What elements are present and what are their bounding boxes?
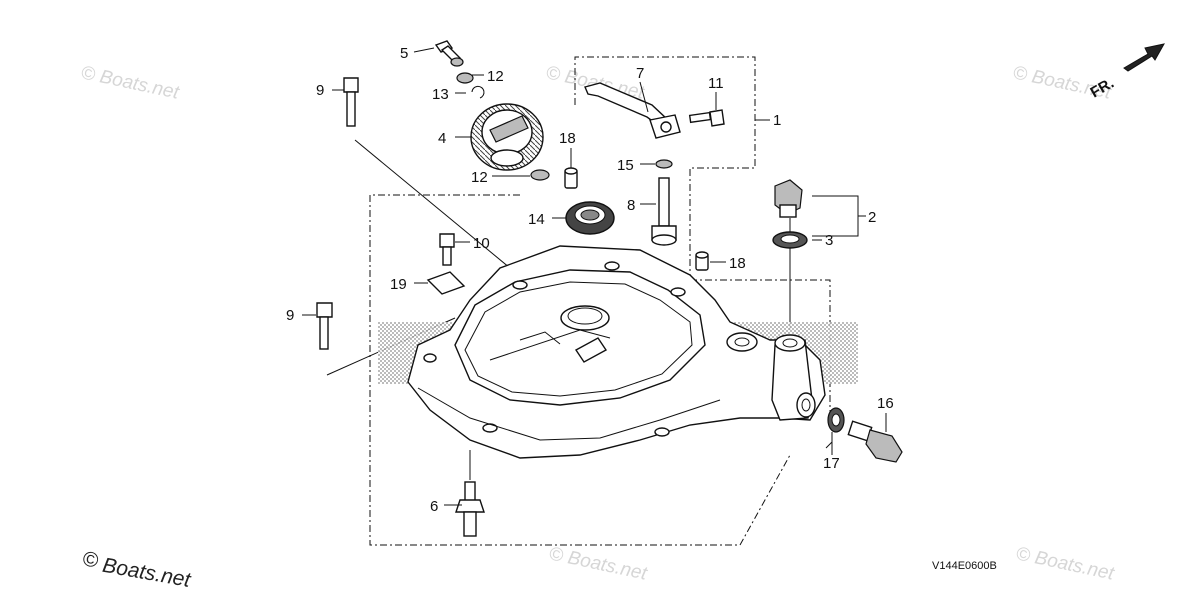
part-18-dowel-left	[564, 167, 578, 189]
figure-code: V144E0600B	[932, 560, 997, 572]
part-12-washer-upper	[456, 72, 474, 84]
callout-leaders	[302, 47, 887, 506]
callout-13: 13	[432, 86, 449, 103]
callout-7: 7	[636, 65, 644, 82]
part-7-governor-arm	[584, 82, 681, 139]
part-9-bolt-lower	[316, 302, 333, 350]
callout-10: 10	[473, 235, 490, 252]
callout-18-lower: 18	[729, 255, 746, 272]
part-9-bolt-upper	[343, 77, 359, 127]
part-3-o-ring	[772, 231, 808, 249]
callout-11: 11	[708, 75, 724, 92]
watermark-top-left: © Boats.net	[79, 62, 181, 103]
callout-3: 3	[825, 232, 833, 249]
watermark-bottom-center: © Boats.net	[547, 543, 649, 584]
assembly-leader-lines	[326, 56, 866, 546]
callout-9-upper: 9	[316, 82, 324, 99]
callout-2: 2	[868, 209, 876, 226]
part-6-stud-bolt	[455, 481, 485, 537]
callout-14: 14	[528, 211, 545, 228]
callout-labels: 1 2 3 4 5 6 7 8 9 9 10 11 12 12 13 14 15…	[286, 45, 894, 515]
callout-15: 15	[617, 157, 634, 174]
part-5-bolt	[434, 40, 464, 67]
callout-5: 5	[400, 45, 408, 62]
callout-12-lower: 12	[471, 169, 488, 186]
front-direction-indicator: FR.	[1088, 43, 1165, 101]
callout-9-lower: 9	[286, 307, 294, 324]
front-arrow-icon	[1123, 43, 1165, 72]
callout-16: 16	[877, 395, 894, 412]
callout-18-upper: 18	[559, 130, 576, 147]
callout-12-upper: 12	[487, 68, 504, 85]
part-17-washer	[827, 407, 845, 433]
part-2-oil-filler-cap	[774, 179, 803, 218]
part-19-clip	[426, 271, 466, 295]
callout-8: 8	[627, 197, 635, 214]
oil-pan-cover	[378, 245, 858, 459]
callout-4: 4	[438, 130, 446, 147]
part-12-washer-lower	[530, 169, 550, 181]
part-14-oil-seal	[565, 201, 615, 235]
callout-19: 19	[390, 276, 407, 293]
part-4-governor-gear	[470, 103, 544, 171]
part-13-clip	[471, 85, 485, 99]
part-10-bolt	[439, 233, 455, 266]
part-11-bolt	[688, 109, 725, 127]
watermark-main-text: Boats.net	[101, 554, 194, 592]
callout-1: 1	[773, 112, 781, 129]
callout-6: 6	[430, 498, 438, 515]
watermark-main-symbol: ©	[81, 547, 101, 572]
part-18-dowel-right	[695, 251, 709, 271]
part-15-washer	[655, 159, 673, 169]
part-16-drain-bolt	[847, 420, 903, 463]
watermark-bottom-right: © Boats.net	[1014, 543, 1116, 584]
part-8-governor-shaft	[651, 177, 677, 246]
callout-17: 17	[823, 455, 840, 472]
